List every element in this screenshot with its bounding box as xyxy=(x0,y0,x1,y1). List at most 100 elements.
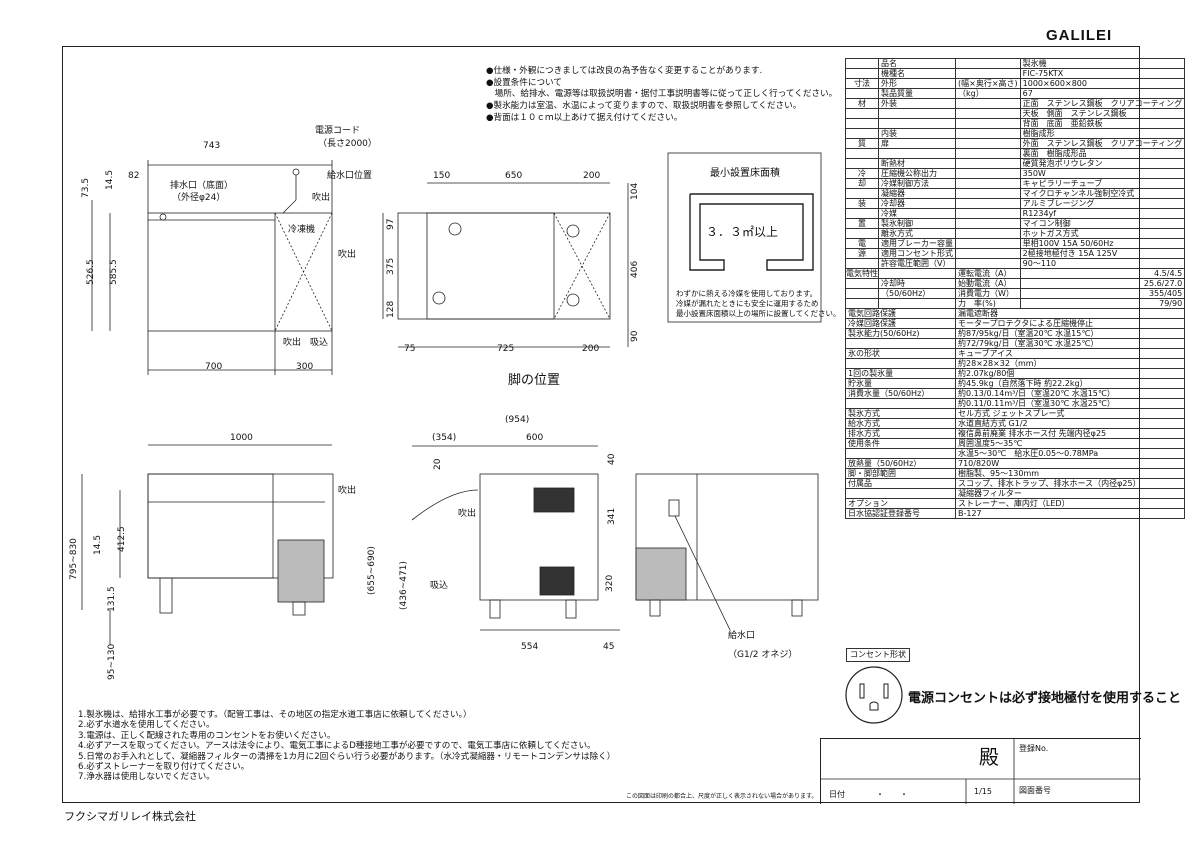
spec-category xyxy=(845,298,879,309)
spec-row: 凝縮器マイクロチャンネル強制空冷式 xyxy=(845,188,1186,199)
dim-700: 700 xyxy=(205,362,222,372)
min-area-note: 最小設置床面積以上の場所に設置してください。 xyxy=(676,308,840,318)
spec-label: 許容電圧範囲（V） xyxy=(878,258,956,269)
min-area-note: わずかに熱える冷媒を使用しております。 xyxy=(676,288,817,298)
spec-unit: （kg） xyxy=(955,88,1021,99)
spec-value: 約45.9kg（自然落下時 約22.2kg） xyxy=(954,378,1186,389)
spec-value: 約72/79kg/日（室温30℃ 水温25℃） xyxy=(954,338,1186,349)
spec-value: 350W xyxy=(1019,168,1186,179)
spec-label xyxy=(878,118,956,129)
spec-label: 放熱量（50/60Hz） xyxy=(845,458,956,469)
date-value: ・ ・ xyxy=(876,790,908,799)
spec-value: 4.5/4.5 xyxy=(1019,268,1186,279)
approval-no: 登録No. xyxy=(1019,744,1049,753)
spec-row: 水温5～30℃ 給水圧0.05～0.78MPa xyxy=(845,448,1186,459)
spec-row: 製品質量（kg）67 xyxy=(845,88,1186,99)
dim-40: 40 xyxy=(607,453,617,465)
spec-row: 付属品スコップ、排水トラップ、排水ホース（内径φ25） xyxy=(845,478,1186,489)
spec-unit xyxy=(955,148,1021,159)
spec-value: 1000×600×800 xyxy=(1019,78,1186,89)
spec-row: 約0.11/0.11m³/日（室温30℃ 水温25℃） xyxy=(845,398,1186,409)
spec-unit xyxy=(955,218,1021,229)
spec-category: 置 xyxy=(845,218,879,229)
spec-row: 消費水量（50/60Hz）約0.13/0.14m³/日（室温20℃ 水温15℃） xyxy=(845,388,1186,399)
spec-value: 正面 ステンレス鋼板 クリアコーティング xyxy=(1019,98,1186,109)
spec-row: 約72/79kg/日（室温30℃ 水温25℃） xyxy=(845,338,1186,349)
spec-value: 製氷機 xyxy=(1019,58,1186,69)
scale: 1/15 xyxy=(974,787,992,796)
spec-value: 外面 ステンレス鋼板 クリアコーティング xyxy=(1019,138,1186,149)
brand-logo: GALILEI xyxy=(1046,27,1113,44)
date-label: 日付 xyxy=(829,790,845,799)
dim-600: 600 xyxy=(526,433,543,443)
spec-unit xyxy=(955,158,1021,169)
dim-554: 554 xyxy=(521,642,538,652)
spec-category xyxy=(845,208,879,219)
outlet-icon xyxy=(845,666,903,724)
dim-412-5: 412.5 xyxy=(117,526,127,552)
spec-label: 品名 xyxy=(878,58,956,69)
footnotes: 1.製氷機は、給排水工事が必要です。（配管工事は、その地区の指定水道工事店に依頼… xyxy=(78,710,615,783)
dim-320: 320 xyxy=(605,575,615,592)
spec-row: 離氷方式ホットガス方式 xyxy=(845,228,1186,239)
spec-value: 背面 底面 亜鉛鉄板 xyxy=(1019,118,1186,129)
dim-90: 90 xyxy=(630,330,640,342)
dim-650: 650 xyxy=(505,171,522,181)
dim-341: 341 xyxy=(607,508,617,525)
footnote: 4.必ずアースを取ってください。アースは法令により、電気工事によるD種接地工事が… xyxy=(78,741,596,752)
spec-label xyxy=(845,338,956,349)
spec-row: 断熱材硬質発泡ポリウレタン xyxy=(845,158,1186,169)
drawing-no: 図面番号 xyxy=(1019,786,1051,795)
spec-value: FIC-75KTX xyxy=(1019,68,1186,79)
spec-label: 冷媒 xyxy=(878,208,956,219)
spec-unit xyxy=(955,168,1021,179)
footnote: 2.必ず水道水を使用してください。 xyxy=(78,720,215,731)
spec-unit xyxy=(955,238,1021,249)
spec-unit: (幅×奥行×高さ) xyxy=(955,78,1021,89)
spec-category: 電気特性 xyxy=(845,268,879,279)
spec-label: 排水方式 xyxy=(845,428,956,439)
spec-category xyxy=(845,118,879,129)
spec-label xyxy=(845,448,956,459)
spec-category: 質 xyxy=(845,138,879,149)
spec-value: ストレーナー、庫内灯（LED） xyxy=(954,498,1186,509)
side-exhaust-label: 吹出 xyxy=(458,507,476,519)
spec-category: 電 xyxy=(845,238,879,249)
dim-526-5: 526.5 xyxy=(86,259,96,285)
spec-category xyxy=(845,148,879,159)
title-block: 殿 登録No. 日付 ・ ・ 1/15 図面番号 xyxy=(820,738,1141,804)
spec-value: 355/405 xyxy=(1019,288,1186,299)
spec-row: 脚・脚部範囲樹脂製、95～130mm xyxy=(845,468,1186,479)
cord-length: （長さ2000） xyxy=(318,138,377,149)
dim-97: 97 xyxy=(386,219,396,230)
footnote: 5.日常のお手入れとして、凝縮器フィルターの清掃を1カ月に2回ぐらい行う必要があ… xyxy=(78,751,616,762)
spec-value: 周囲温度5～35℃ xyxy=(954,438,1186,449)
spec-label: オプション xyxy=(845,498,956,509)
spec-row: 質扉外面 ステンレス鋼板 クリアコーティング xyxy=(845,138,1186,149)
spec-value: セル方式 ジェットスプレー式 xyxy=(954,408,1186,419)
spec-label: 離氷方式 xyxy=(878,228,956,239)
spec-row: 電適用ブレーカー容量単相100V 15A 50/60Hz xyxy=(845,238,1186,249)
spec-label: 冷媒制御方法 xyxy=(878,178,956,189)
spec-label: 外形 xyxy=(878,78,956,89)
spec-category xyxy=(845,108,879,119)
intake-label: 吸込 xyxy=(310,337,328,348)
drain-label: 排水口（底面） xyxy=(170,179,233,191)
spec-value: 漏電遮断器 xyxy=(954,308,1186,319)
spec-row: 氷の形状キューブアイス xyxy=(845,348,1186,359)
spec-label: 付属品 xyxy=(845,478,956,489)
spec-unit xyxy=(955,128,1021,139)
spec-label: 製氷能力(50/60Hz) xyxy=(845,328,956,339)
spec-unit xyxy=(955,108,1021,119)
spec-unit xyxy=(955,198,1021,209)
spec-label xyxy=(845,488,956,499)
spec-label: （50/60Hz） xyxy=(878,288,956,299)
dim-375: 375 xyxy=(386,258,396,275)
dim-14-5b: 14.5 xyxy=(93,535,103,555)
spec-value: 樹脂成形 xyxy=(1019,128,1186,139)
spec-unit xyxy=(955,58,1021,69)
